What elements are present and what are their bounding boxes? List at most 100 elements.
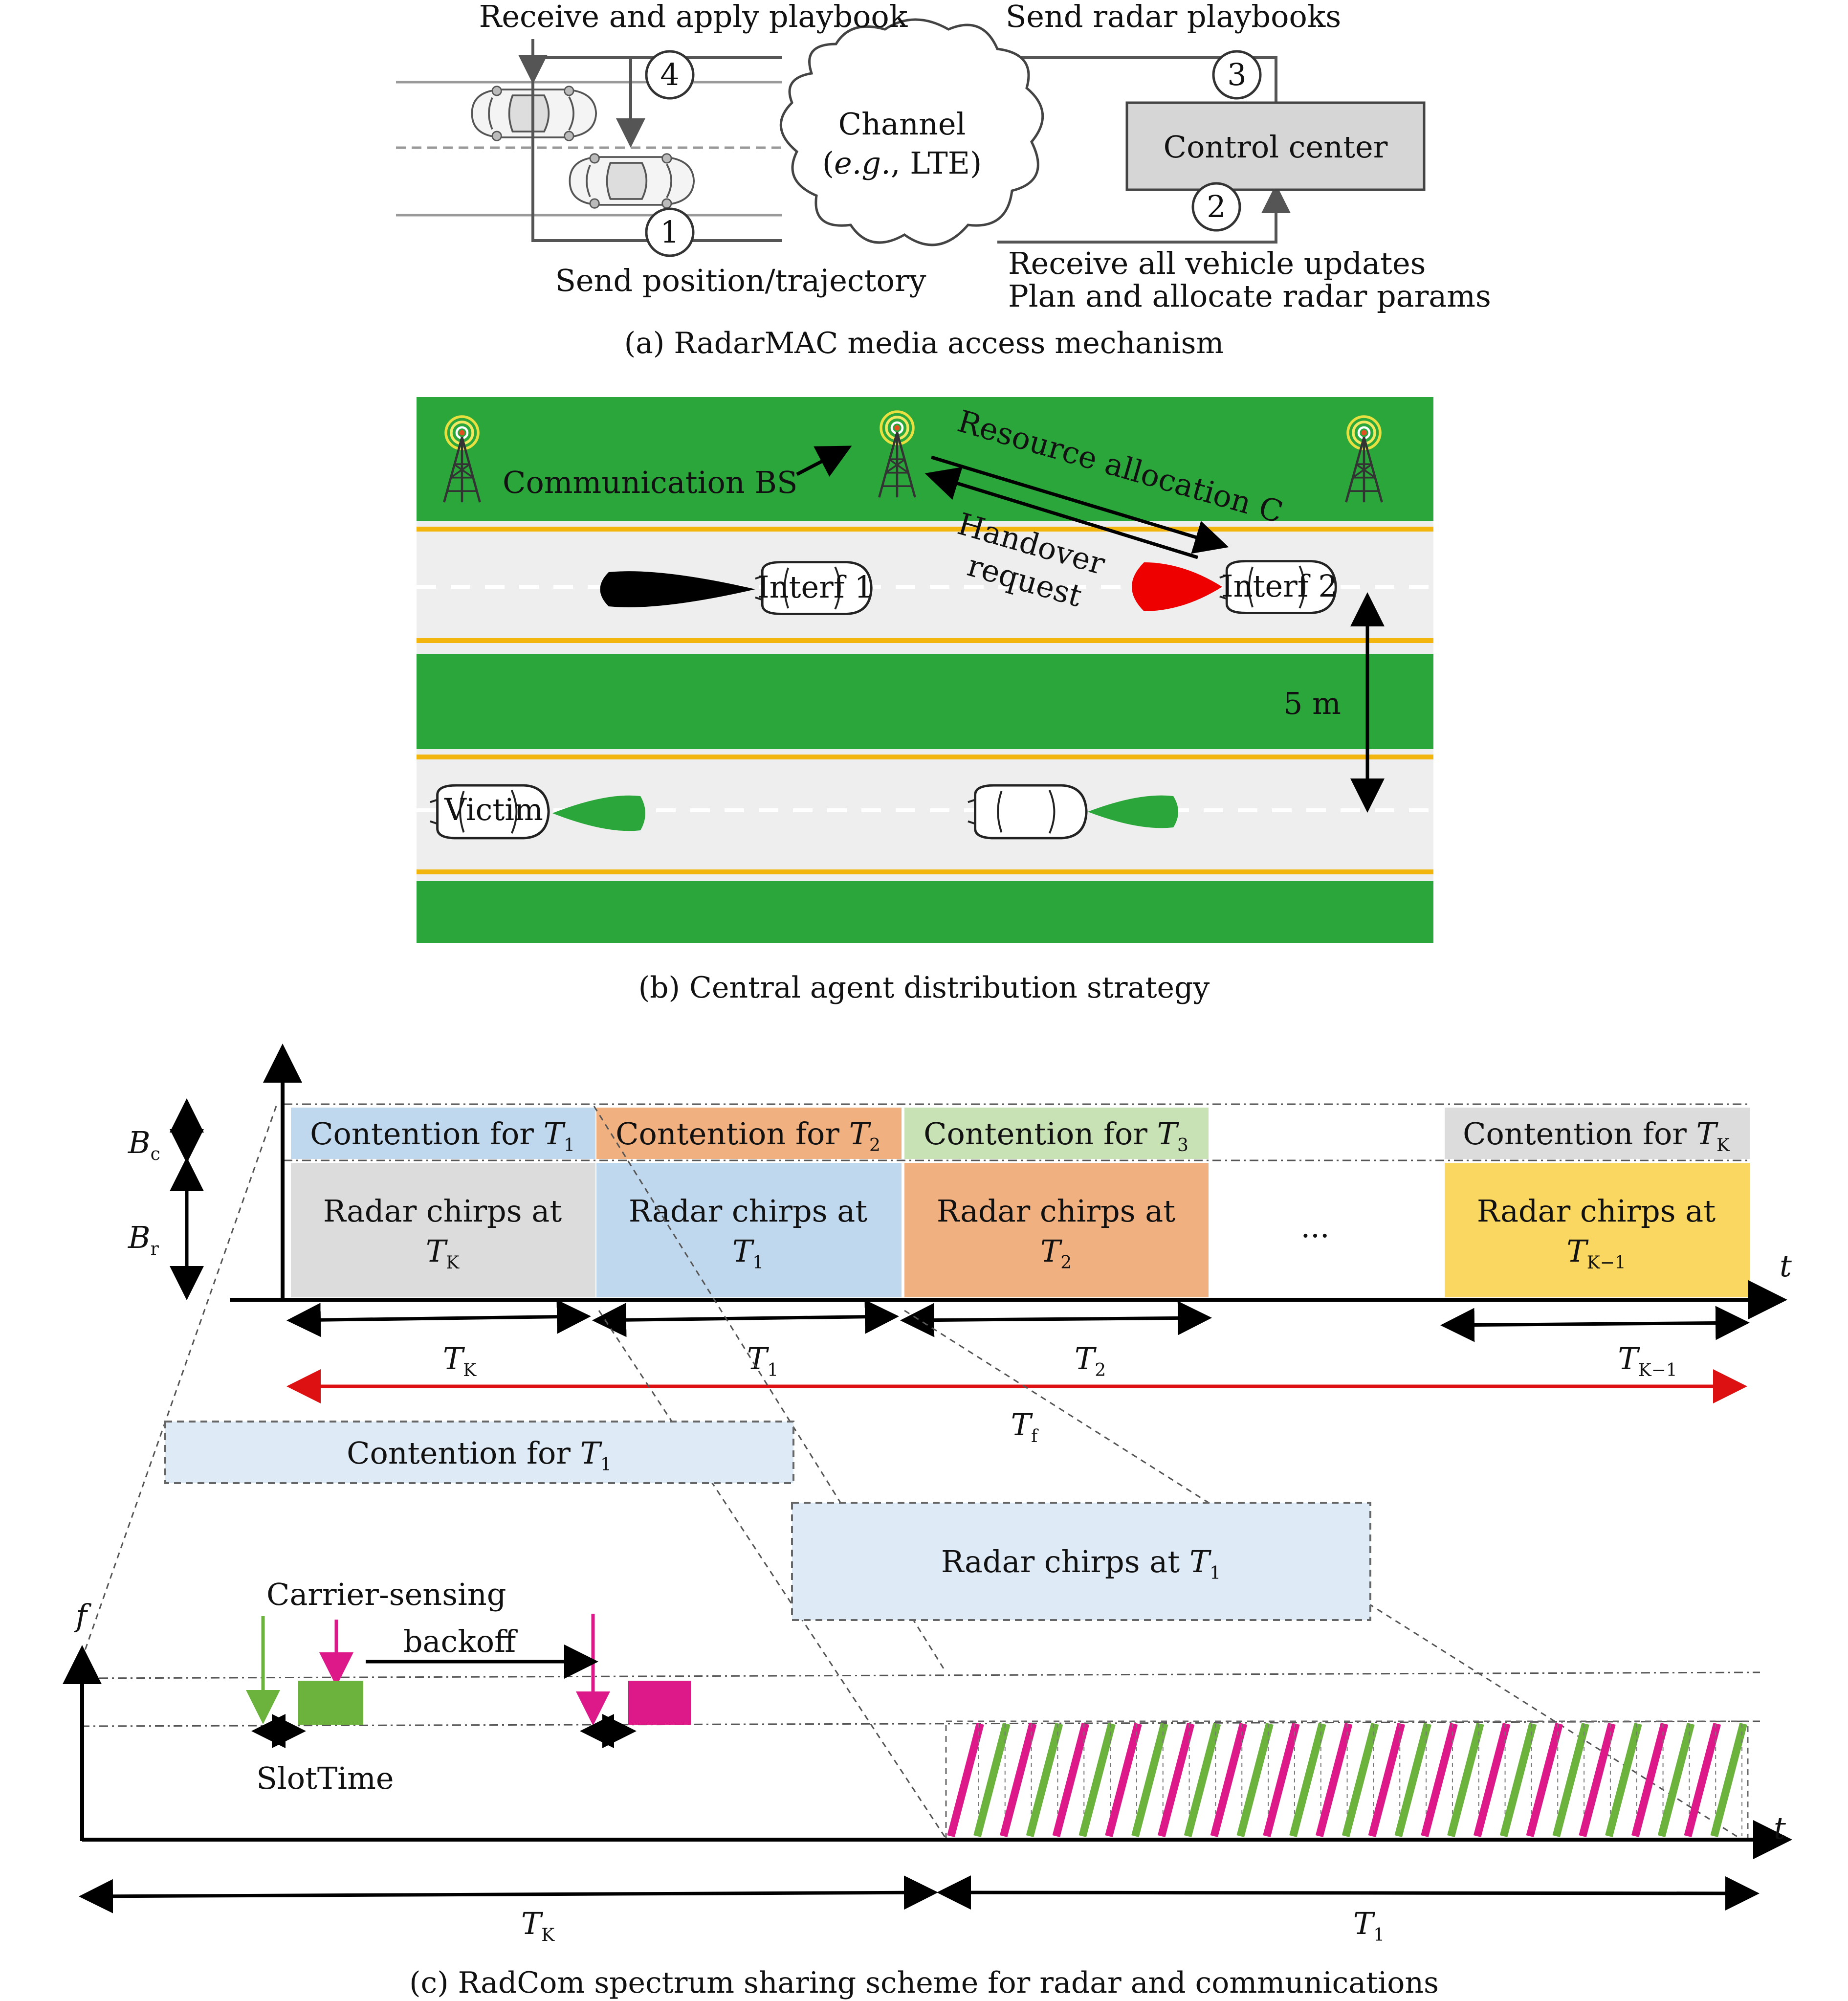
- radar-tk-line2: TK: [426, 1233, 460, 1273]
- chirp-stripe: [1526, 1722, 1563, 1838]
- wire-cc-bottom: [997, 184, 1291, 244]
- chirp-stripe: [1026, 1722, 1063, 1838]
- contention-t1-label: Contention for T1: [310, 1116, 575, 1156]
- wire-playbook-left: [531, 58, 782, 242]
- chirp-stripe: [1342, 1722, 1379, 1838]
- panel-c-top: Contention for T1 Contention for T2 Cont…: [80, 1044, 1792, 1840]
- tk-span-arrow: [79, 1875, 938, 1913]
- chirp-stripe: [1157, 1722, 1195, 1838]
- channel-cloud: [779, 18, 1044, 246]
- caption-a: (a) RadarMAC media access mechanism: [624, 326, 1224, 360]
- t2-duration-arrow: [900, 1301, 1212, 1337]
- step-4-label: 4: [660, 57, 679, 92]
- chirp-stripe: [1579, 1722, 1616, 1838]
- chirp-stripe: [1631, 1722, 1669, 1838]
- chirp-stripe: [1052, 1722, 1090, 1838]
- chirp-region: [945, 1720, 1749, 1840]
- contention-t1-zoom-box: [164, 1421, 794, 1484]
- interf1-label: Interf 1: [757, 569, 874, 605]
- chirp-stripe: [1184, 1722, 1221, 1838]
- receive-updates-label: Receive all vehicle updates: [1008, 245, 1426, 281]
- beam-red: [1132, 562, 1222, 611]
- contention-tk1-box: [291, 1108, 595, 1159]
- contention-t2-box: [596, 1108, 902, 1159]
- top-t-axis-label: t: [1780, 1248, 1792, 1284]
- contention-t3-label: Contention for T3: [924, 1116, 1188, 1156]
- zoom-line-4: [904, 1310, 1741, 1840]
- chirp-stripe: [1210, 1722, 1248, 1838]
- radar-t2-line2: T2: [1040, 1233, 1072, 1273]
- interf2-label: Interf 2: [1221, 568, 1338, 604]
- t1-span-label: T1: [1353, 1906, 1385, 1945]
- step-3-label: 3: [1227, 57, 1246, 92]
- zoom-line-3: [598, 1310, 947, 1839]
- resource-allocation-arrow: [930, 455, 1229, 554]
- contention-tk-box: [1445, 1108, 1750, 1159]
- plan-allocate-label: Plan and allocate radar params: [1008, 278, 1491, 314]
- chirp-stripe: [1315, 1722, 1353, 1838]
- step-2-label: 2: [1207, 189, 1226, 224]
- chirp-stripe: [947, 1722, 984, 1838]
- distance-label: 5 m: [1283, 686, 1341, 721]
- chirp-stripe: [1473, 1722, 1511, 1838]
- chirp-stripe: [1605, 1722, 1642, 1838]
- chirp-stripe: [1105, 1722, 1142, 1838]
- backoff-label: backoff: [403, 1623, 518, 1659]
- panel-c-bottom: Contention for T1 Radar chirps at T1 f t…: [63, 1421, 1792, 2000]
- car-image-2: [569, 153, 695, 209]
- step-2-marker: 2: [1191, 182, 1241, 232]
- radar-t1-zoom-label: Radar chirps at T1: [941, 1544, 1221, 1583]
- send-position-label: Send position/trajectory: [555, 263, 926, 298]
- chirp-stripe: [1236, 1722, 1274, 1838]
- caption-c: (c) RadCom spectrum sharing scheme for r…: [409, 1966, 1439, 2000]
- bottom-f-axis-label: f: [74, 1598, 92, 1633]
- radar-tk-line1: Radar chirps at: [323, 1193, 562, 1229]
- tk-duration-arrow: [286, 1299, 591, 1337]
- t1-duration-arrow: [592, 1299, 899, 1337]
- chirp-stripe: [1499, 1722, 1537, 1838]
- communication-bs-label: Communication BS: [503, 465, 797, 500]
- channel-label: Channel: [838, 106, 966, 142]
- magenta-transmission-block: [628, 1681, 691, 1725]
- beam-green-1: [552, 795, 645, 831]
- chirp-stripe: [1710, 1722, 1747, 1838]
- chirp-stripe: [1368, 1722, 1406, 1838]
- vehicle-car-icon: [968, 785, 1086, 838]
- chirp-stripe: [1289, 1722, 1326, 1838]
- br-label: Br: [128, 1220, 159, 1259]
- control-center-label: Control center: [1164, 129, 1388, 165]
- chirp-stripe: [973, 1722, 1011, 1838]
- step-4-marker: 4: [645, 50, 695, 100]
- step-1-label: 1: [660, 214, 679, 250]
- t2-duration-label: T2: [1075, 1341, 1106, 1380]
- radar-tk1-line1: Radar chirps at: [1477, 1193, 1716, 1229]
- radar-tk1-box: [1445, 1163, 1750, 1297]
- contention-tk-label: Contention for TK: [1463, 1116, 1730, 1156]
- wire-cc-top: [992, 56, 1277, 103]
- chirp-stripe: [1552, 1722, 1589, 1838]
- t1-duration-label: T1: [747, 1341, 778, 1380]
- chirp-stripe: [1131, 1722, 1168, 1838]
- contention-t1-zoom-label: Contention for T1: [347, 1435, 612, 1475]
- panel-a: Channel (e.g., LTE) Control center 4 1 3…: [396, 0, 1491, 360]
- tk-span-label: TK: [521, 1906, 555, 1945]
- radar-t1-line2: T1: [732, 1233, 764, 1273]
- control-center-box: [1125, 101, 1426, 191]
- tf-label: Tf: [1011, 1407, 1039, 1446]
- zoom-line-1: [80, 1106, 277, 1663]
- radar-t1-line1: Radar chirps at: [629, 1193, 867, 1229]
- chirp-stripe: [1394, 1722, 1431, 1838]
- beam-black: [600, 571, 755, 607]
- slot-time-label: SlotTime: [256, 1760, 394, 1796]
- handover-arrow: [924, 467, 1199, 559]
- step-1-marker: 1: [645, 207, 695, 257]
- bottom-t-axis-label: t: [1774, 1810, 1786, 1846]
- chirp-stripe: [1263, 1722, 1300, 1838]
- chirp-stripe: [1447, 1722, 1484, 1838]
- zoom-line-2: [593, 1106, 947, 1673]
- tk1-duration-label: TK−1: [1618, 1341, 1677, 1380]
- contention-t2-label: Contention for T2: [616, 1116, 880, 1156]
- chirp-stripe: [1657, 1722, 1695, 1838]
- carrier-sensing-label: Carrier-sensing: [266, 1577, 506, 1612]
